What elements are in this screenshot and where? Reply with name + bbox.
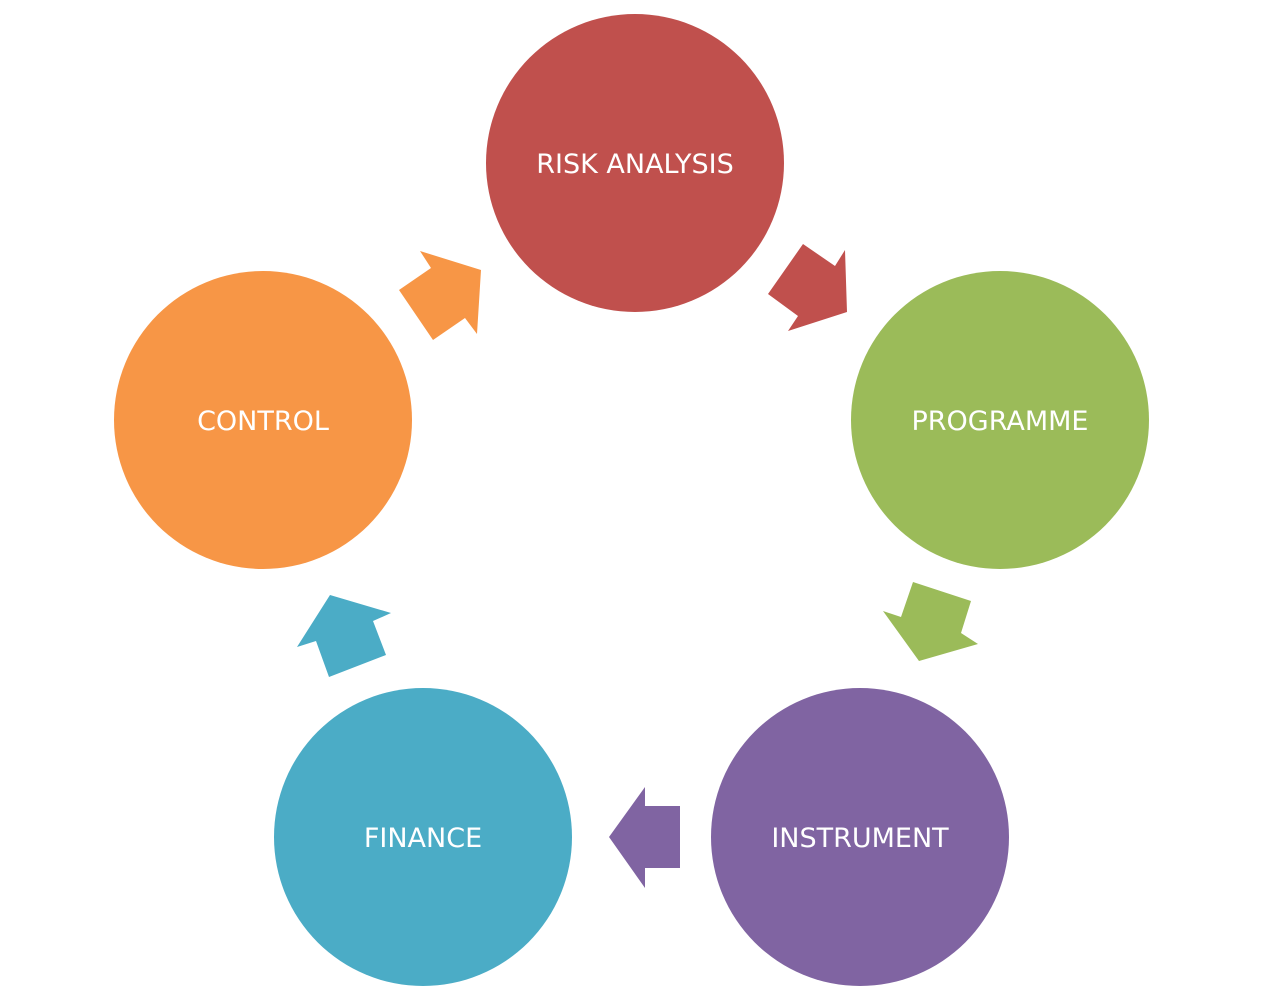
arrow-risk-to-programme bbox=[768, 244, 847, 331]
node-circle bbox=[851, 271, 1149, 569]
node-finance: FINANCE bbox=[274, 688, 572, 986]
arrow-finance-to-control bbox=[297, 595, 391, 677]
node-label: PROGRAMME bbox=[911, 406, 1088, 437]
arrow-programme-to-instrument bbox=[883, 582, 978, 661]
node-circle bbox=[274, 688, 572, 986]
node-label: INSTRUMENT bbox=[771, 823, 949, 854]
arrow-instrument-to-finance bbox=[609, 787, 680, 888]
node-circle bbox=[114, 271, 412, 569]
node-label: RISK ANALYSIS bbox=[536, 149, 733, 180]
node-risk: RISK ANALYSIS bbox=[486, 14, 784, 312]
node-control: CONTROL bbox=[114, 271, 412, 569]
node-instrument: INSTRUMENT bbox=[711, 688, 1009, 986]
node-circle bbox=[486, 14, 784, 312]
arrow-control-to-risk bbox=[399, 251, 481, 340]
node-circle bbox=[711, 688, 1009, 986]
node-programme: PROGRAMME bbox=[851, 271, 1149, 569]
node-label: CONTROL bbox=[197, 406, 329, 437]
node-label: FINANCE bbox=[364, 823, 482, 854]
